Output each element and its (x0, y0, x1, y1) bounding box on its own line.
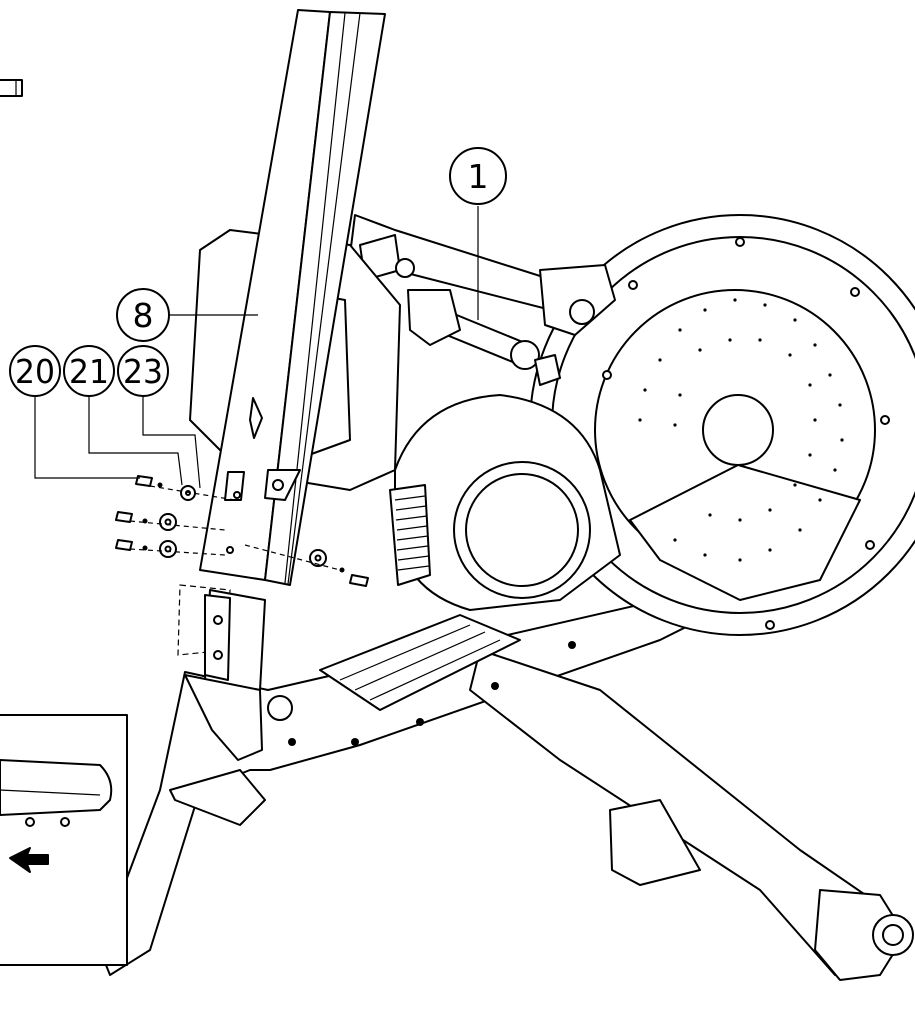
footrest (169, 614, 521, 826)
callout-1: 1 (449, 147, 507, 205)
partial-part-top-left (0, 79, 23, 97)
upright-rail (199, 9, 386, 586)
leader-lines (34, 206, 479, 489)
callout-21-label: 21 (69, 352, 109, 391)
vent-dots (638, 298, 844, 562)
callout-23: 23 (117, 345, 169, 397)
callout-21: 21 (63, 345, 115, 397)
handle-arm (349, 214, 616, 386)
detail-inset (0, 714, 128, 966)
hardware-set (115, 475, 369, 587)
callout-23-label: 23 (123, 352, 163, 391)
callout-8: 8 (116, 288, 170, 342)
callout-20-label: 20 (15, 352, 55, 391)
callout-20: 20 (9, 345, 61, 397)
callout-1-label: 1 (468, 157, 489, 196)
mounting-post (177, 584, 266, 761)
pulley-housing (389, 394, 621, 611)
callout-8-label: 8 (133, 296, 154, 335)
